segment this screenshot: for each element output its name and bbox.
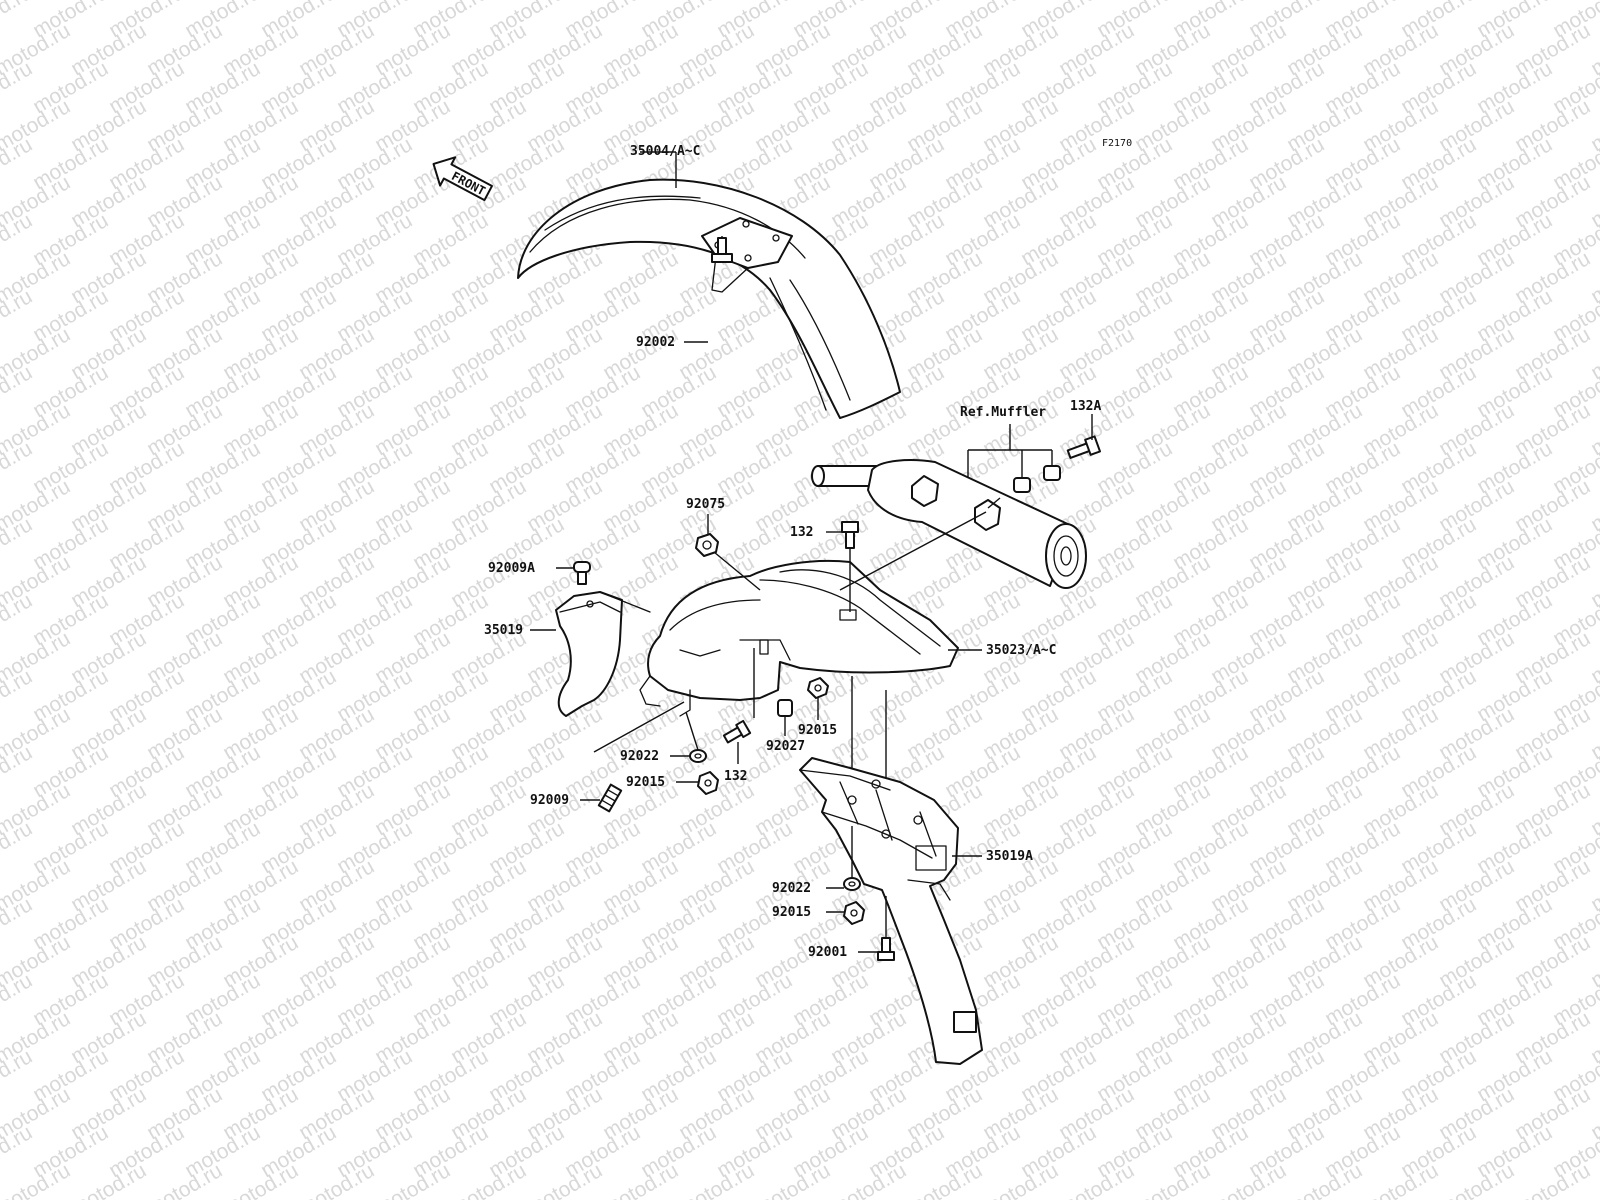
label-ref-muffler: Ref.Muffler	[960, 405, 1046, 420]
label-washer-92022-bottom: 92022	[772, 881, 811, 896]
label-nut-92015-left: 92015	[626, 775, 665, 790]
label-bolt-92009a: 92009A	[488, 561, 535, 576]
washer-92022-left-icon	[689, 749, 707, 763]
label-nut-92015-bottom: 92015	[772, 905, 811, 920]
figure-code: F2170	[1102, 138, 1132, 149]
label-rear-fender: 35023/A~C	[986, 643, 1056, 658]
label-bolt-92002: 92002	[636, 335, 675, 350]
label-nut-92075: 92075	[686, 497, 725, 512]
label-screw-92009: 92009	[530, 793, 569, 808]
label-bolt-132-top: 132	[790, 525, 813, 540]
nut-92015-left-icon	[697, 771, 719, 795]
label-bolt-132a: 132A	[1070, 399, 1101, 414]
screw-92009-icon	[597, 783, 623, 813]
label-nut-92015-mid: 92015	[798, 723, 837, 738]
label-mud-flap: 35019	[484, 623, 523, 638]
washer-92022-bottom-icon	[843, 877, 861, 891]
label-washer-92022-left: 92022	[620, 749, 659, 764]
collar-92027-icon	[777, 699, 793, 717]
label-bolt-92001: 92001	[808, 945, 847, 960]
label-collar-92027: 92027	[766, 739, 805, 754]
label-rear-bracket: 35019A	[986, 849, 1033, 864]
label-front-fender: 35004/A~C	[630, 144, 700, 159]
label-bolt-132-bottom: 132	[724, 769, 747, 784]
